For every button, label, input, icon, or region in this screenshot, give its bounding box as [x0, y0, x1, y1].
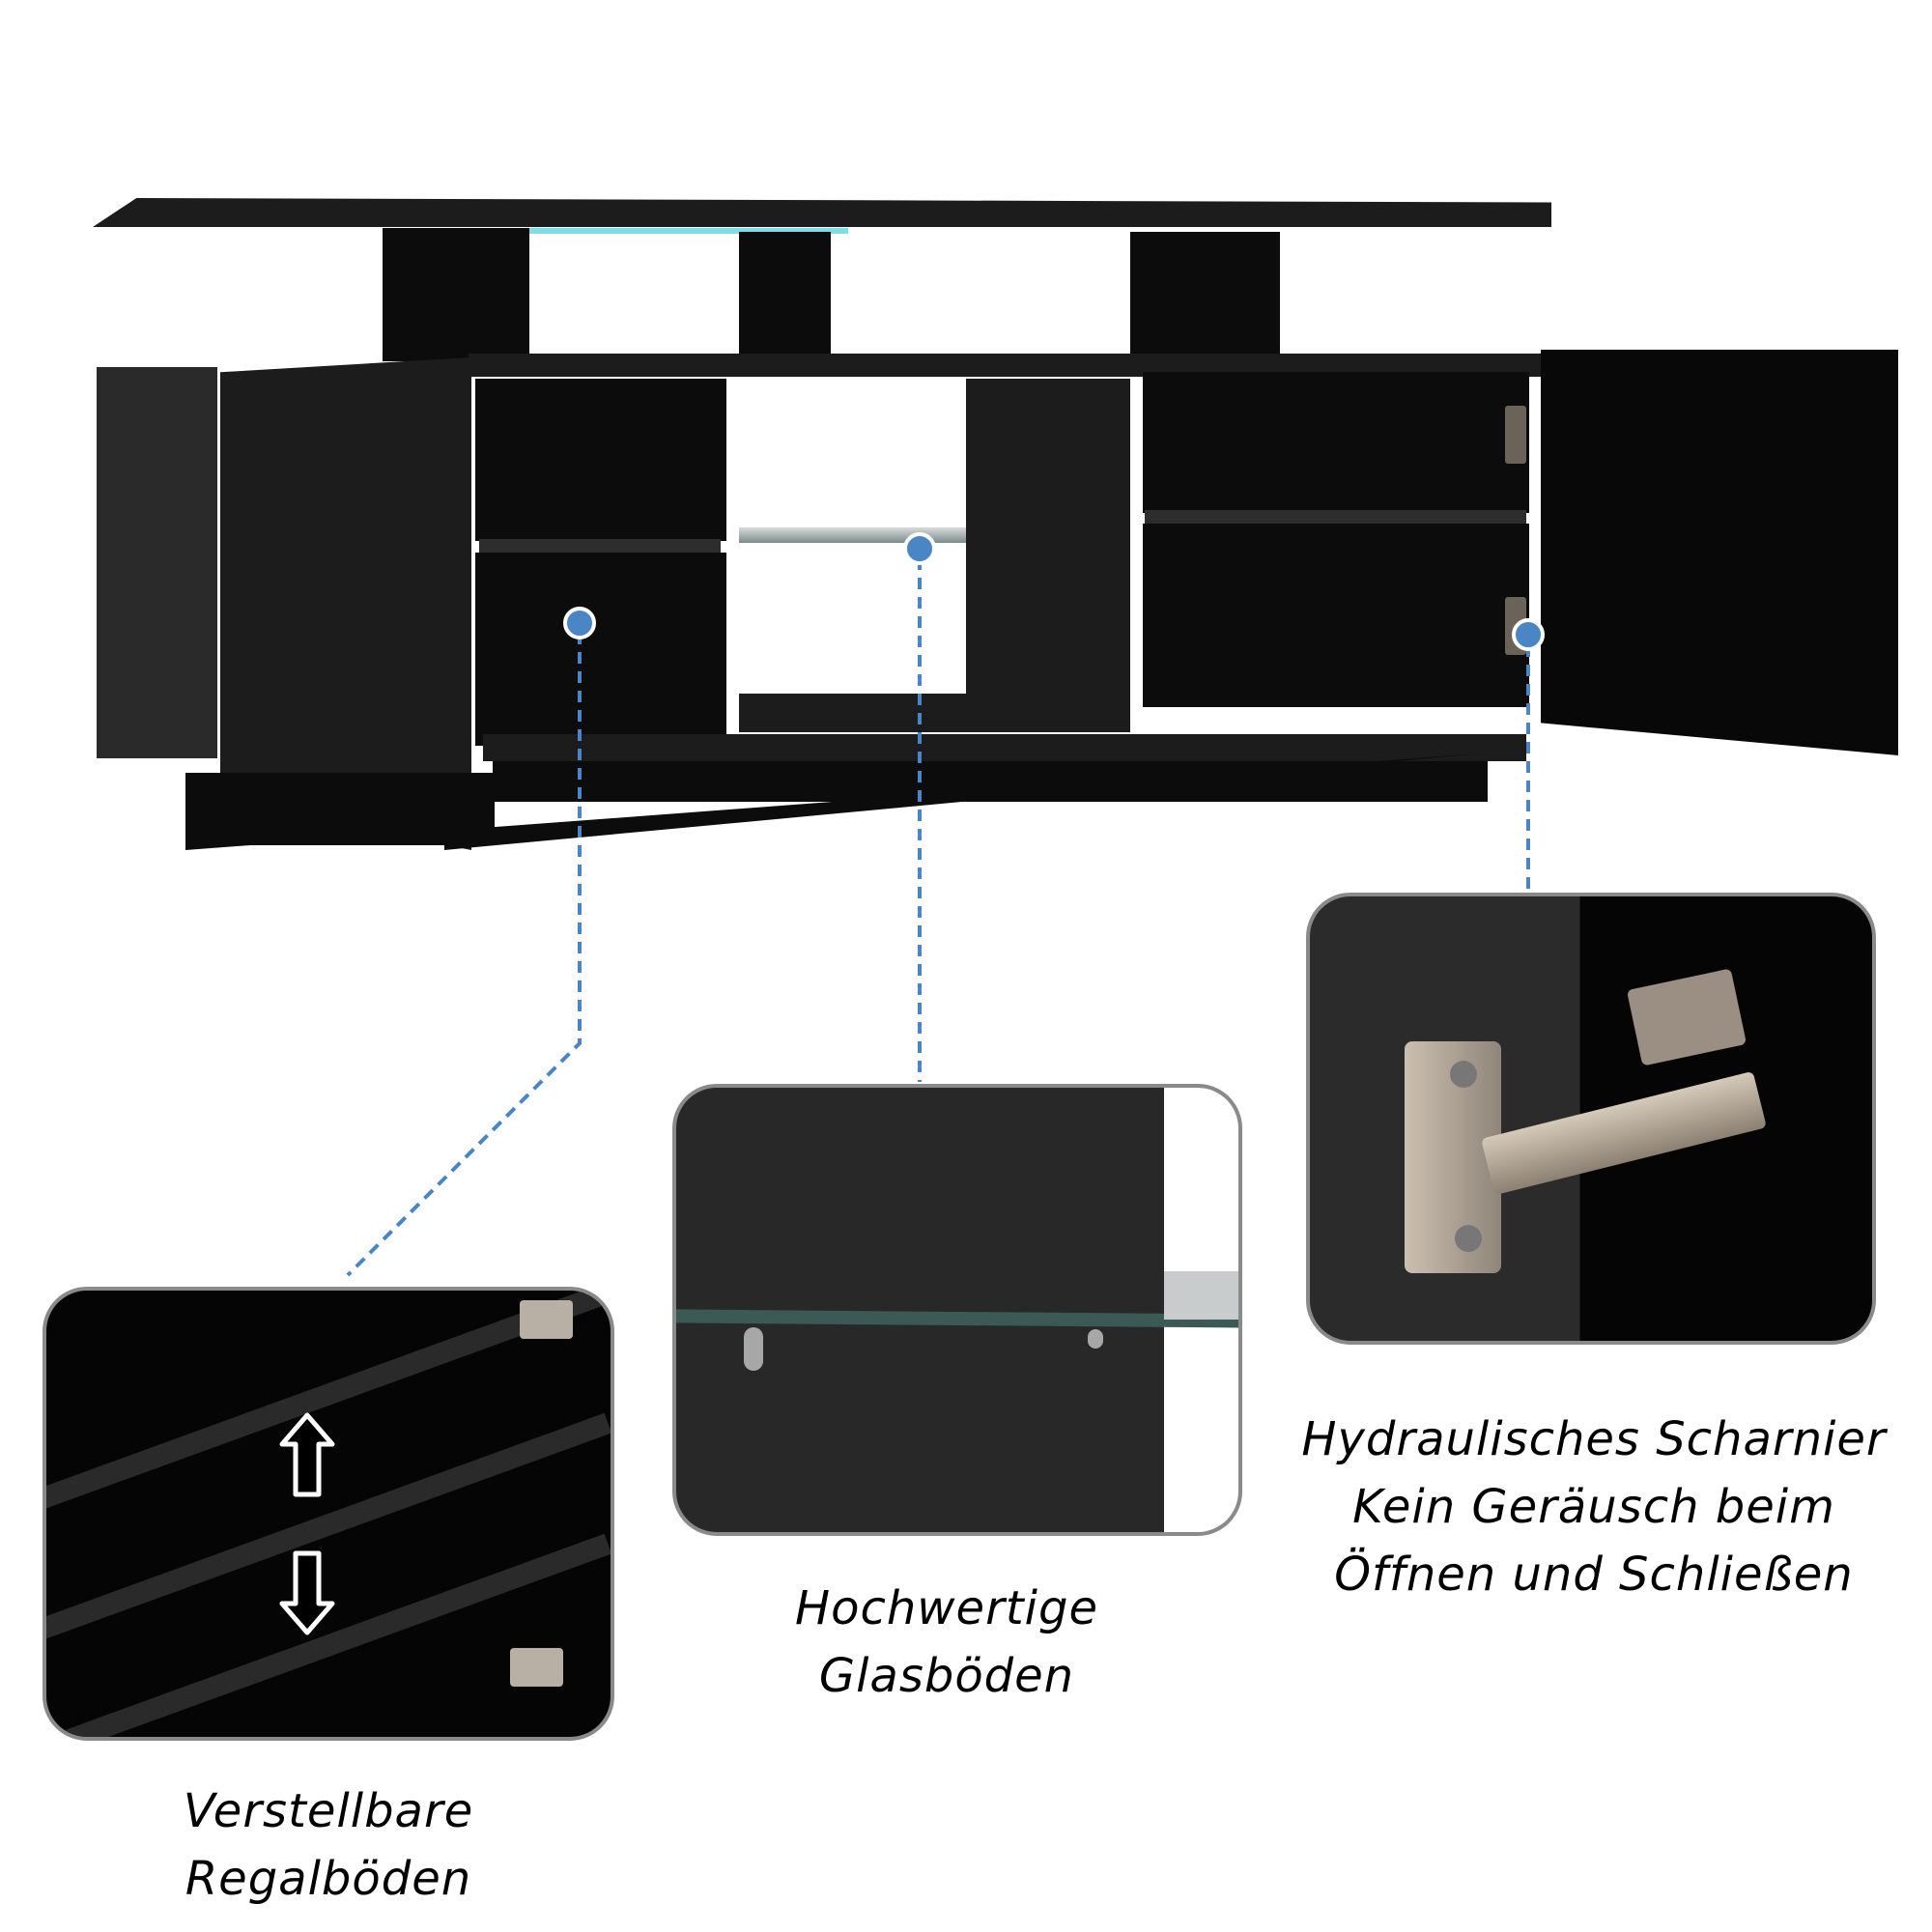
- top-shelf: [93, 198, 1551, 227]
- caption-line: Öffnen und Schließen: [1334, 1548, 1854, 1602]
- caption-line: Hochwertige: [795, 1581, 1098, 1635]
- compartment-right-lower: [1143, 524, 1529, 707]
- plinth-front: [185, 773, 495, 845]
- compartment-right-upper: [1143, 372, 1529, 513]
- right-door: [1541, 350, 1898, 755]
- hinge-icon: [520, 1300, 573, 1339]
- shelf-left: [479, 539, 721, 553]
- bottom-board: [483, 734, 1526, 761]
- callout-dot-glass-shelves: [903, 532, 936, 565]
- upper-support-center: [739, 232, 831, 357]
- caption-glass-shelves: Hochwertige Glasböden: [753, 1575, 1140, 1710]
- shelf-right: [1145, 510, 1526, 524]
- product-image: [0, 0, 1932, 869]
- left-side-panel: [97, 367, 217, 758]
- hinge-screw-icon: [1455, 1225, 1482, 1252]
- plinth-right: [493, 761, 1488, 802]
- hinge-arm: [1481, 1070, 1767, 1196]
- upper-support-right: [1130, 232, 1280, 359]
- callout-hydraulic-hinge-image: [1306, 893, 1876, 1345]
- shelf-support-icon: [1088, 1329, 1103, 1349]
- down-arrow-icon: [279, 1550, 335, 1635]
- center-divider: [966, 379, 1130, 707]
- caption-line: Glasböden: [818, 1649, 1075, 1703]
- caption-hydraulic-hinge: Hydraulisches Scharnier Kein Geräusch be…: [1285, 1406, 1903, 1608]
- shelf-support-icon: [744, 1327, 763, 1371]
- hinge-screw-icon: [1450, 1061, 1477, 1088]
- center-bottom: [739, 694, 1130, 732]
- caption-line: Hydraulisches Scharnier: [1301, 1412, 1887, 1466]
- glass-shelf-top: [1164, 1271, 1238, 1320]
- upper-support-left: [383, 228, 529, 361]
- callout-glass-shelves-image: [672, 1084, 1242, 1536]
- hinge-upper: [1505, 406, 1526, 464]
- compartment-left-lower: [475, 553, 726, 746]
- callout-adjustable-shelves-image: [43, 1287, 614, 1741]
- left-door: [220, 357, 471, 850]
- callout-dot-hydraulic-hinge: [1512, 618, 1545, 651]
- glass-shelf-edge: [676, 1309, 1238, 1328]
- caption-line: Kein Geräusch beim: [1352, 1480, 1835, 1534]
- caption-line: Verstellbare: [183, 1784, 474, 1838]
- hinge-icon: [510, 1648, 563, 1687]
- callout-dot-adjustable-shelves: [563, 607, 596, 639]
- led-strip: [529, 228, 848, 234]
- compartment-left-upper: [475, 379, 726, 541]
- caption-adjustable-shelves: Verstellbare Regalböden: [126, 1777, 531, 1913]
- up-arrow-icon: [279, 1412, 335, 1497]
- hinge-mount: [1626, 968, 1747, 1066]
- caption-line: Regalböden: [185, 1852, 472, 1906]
